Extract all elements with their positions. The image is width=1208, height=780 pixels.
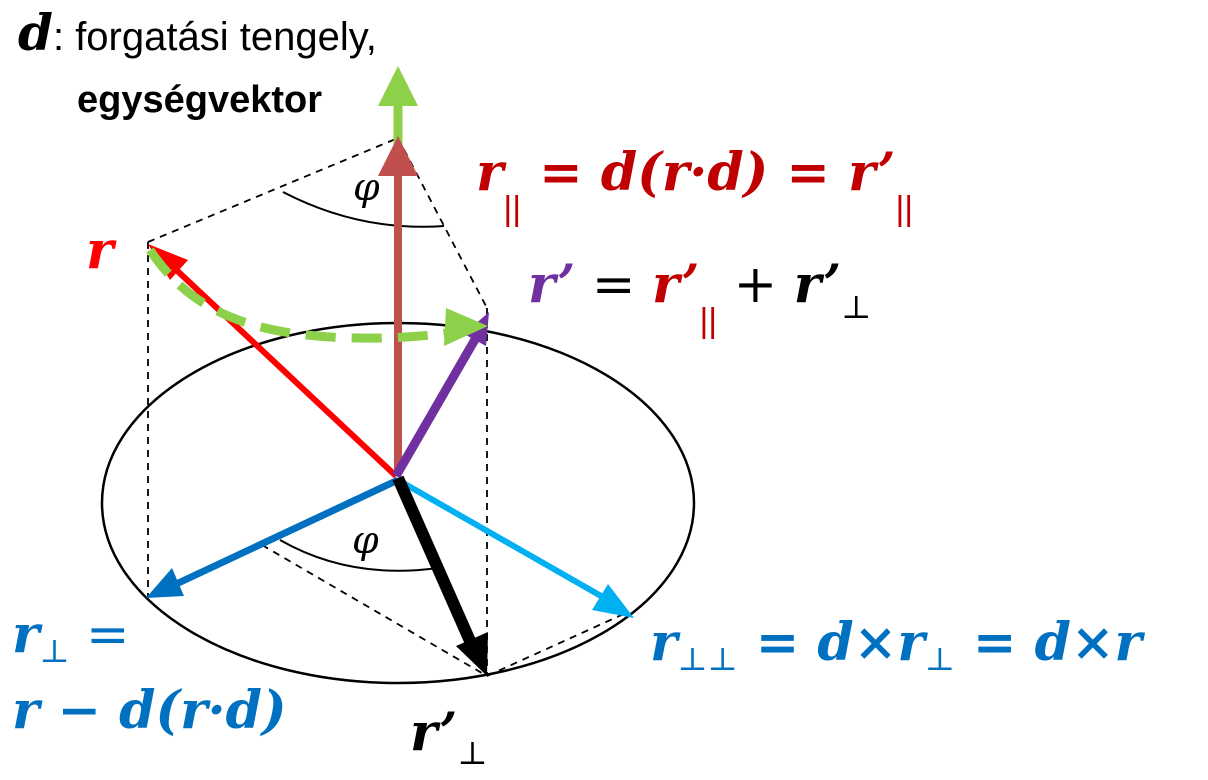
r-vector-arrowhead — [148, 244, 188, 280]
r-perp-perp-mid1: = d× — [738, 612, 898, 673]
r-perp-perp-lhs-sub: ⊥⊥ — [677, 640, 737, 678]
label-r-parallel-eq: r|| = d(r·d) = r’|| — [476, 142, 913, 228]
r-prime-term2: r’ — [794, 254, 841, 315]
rotation-arc-dashed — [146, 247, 472, 343]
r-perp-perp-lhs: r — [650, 612, 681, 673]
r-parallel-arrowhead — [378, 136, 418, 176]
r-perp-perp-mid-sub: ⊥ — [925, 640, 955, 678]
angle-arc-bottom — [279, 539, 439, 572]
r-perp-lhs-sub: ⊥ — [39, 632, 69, 670]
label-r: r — [86, 220, 117, 281]
axis-caption-line1: d: forgatási tengely, — [18, 3, 377, 62]
r-prime-term2-sub: ⊥ — [841, 288, 871, 326]
r-parallel-rhs: r’ — [848, 142, 895, 203]
axis-caption-line2: egységvektor — [77, 79, 322, 121]
label-r-prime-eq: r’ = r’|| + r’⊥ — [528, 254, 871, 340]
r-parallel-mid: = d(r·d) = — [521, 142, 848, 203]
dash-perp-to-rprimeperp — [261, 544, 488, 677]
dash-rprimeperp-to-perpperp — [486, 611, 629, 677]
r-prime-eq-sign: = — [575, 255, 652, 315]
r-prime-term1-sub: || — [699, 302, 717, 340]
r-prime-perp-main: r’ — [410, 702, 457, 763]
r-prime-plus: + — [717, 255, 794, 315]
label-r-prime-perp: r’⊥ — [410, 702, 488, 772]
r-prime-shaft — [392, 333, 481, 479]
r-perp-perp-shaft — [396, 477, 610, 603]
angle-arc-top — [282, 191, 445, 228]
label-r-perp-line1: r⊥ = — [12, 604, 130, 670]
axis-d-arrowhead — [378, 66, 418, 106]
construction-lines — [147, 137, 629, 677]
r-perp-arrowhead — [146, 568, 184, 598]
r-perp-lhs: r — [12, 604, 43, 665]
angle-label-bottom: φ — [352, 518, 379, 562]
axis-description: : forgatási tengely, — [53, 15, 377, 59]
r-perp-eq: = — [70, 605, 130, 665]
r-prime-perp-shaft — [392, 475, 480, 653]
r-prime-perp-sub: ⊥ — [457, 734, 487, 772]
r-vector-shaft — [167, 261, 399, 479]
rotation-arc-arrowhead — [444, 308, 488, 346]
angle-label-top: φ — [353, 165, 380, 209]
r-parallel-lhs-sub: || — [503, 190, 521, 228]
r-parallel-rhs-sub: || — [895, 190, 913, 228]
dash-r-top-to-axis — [147, 137, 399, 243]
r-perp-perp-mid-r: r — [897, 612, 928, 673]
r-prime-lhs: r’ — [528, 254, 575, 315]
axis-symbol: d — [18, 3, 53, 62]
r-prime-term1: r’ — [652, 254, 699, 315]
r-perp-perp-rhs: = d×r — [955, 612, 1146, 673]
r-parallel-lhs: r — [476, 142, 507, 203]
r-perp-shaft — [170, 476, 400, 590]
label-r-perp-perp-eq: r⊥⊥ = d×r⊥ = d×r — [650, 612, 1146, 678]
label-r-perp-line2: r − d(r·d) — [12, 680, 287, 741]
r-perp-perp-arrowhead — [592, 584, 634, 618]
r-prime-perp-arrowhead — [456, 632, 488, 676]
